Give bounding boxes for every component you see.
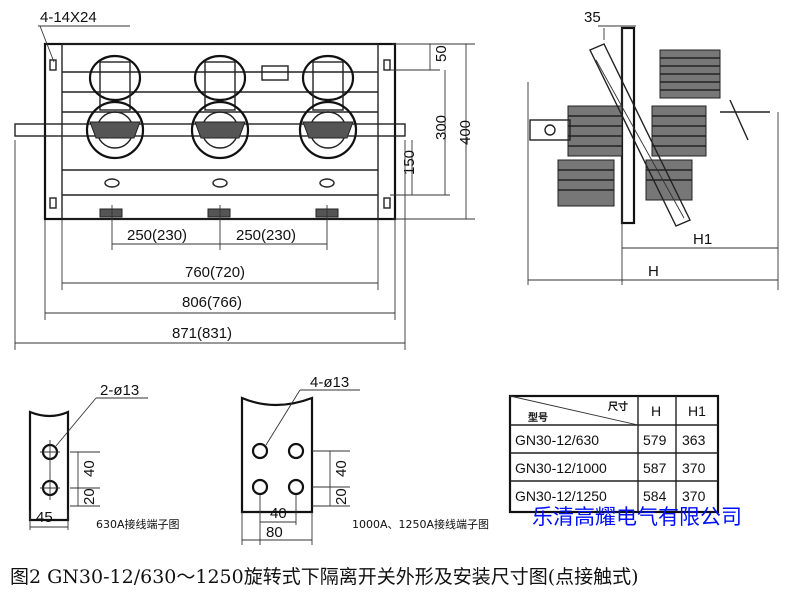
table-col-h: H [651,403,661,419]
table-row-model: GN30-12/630 [515,432,599,448]
terminal-630a: 2-ø13 40 20 45 630A接线端子图 [28,382,180,531]
insulator-upper [659,49,721,99]
table-col-h1: H1 [688,403,706,419]
front-horizontal-dimensions: 250(230) 250(230) 760(720) 806(766) 871(… [14,140,406,350]
mounting-hole [383,197,391,209]
table-row-model: GN30-12/1250 [515,488,607,504]
caption-630: 630A接线端子图 [96,517,180,531]
table-row-h1: 370 [682,488,706,504]
table-row-model: GN30-12/1000 [515,460,607,476]
table-row-h1: 363 [682,432,706,448]
pole-2 [190,54,250,160]
mounting-hole [383,59,391,71]
dim-1000-20v: 20 [333,488,350,505]
table-row-h: 579 [643,432,667,448]
side-view: 35 [527,9,779,290]
mounting-hole [49,59,57,71]
dim-806: 806(766) [182,294,242,311]
hole-spec-1000: 4-ø13 [310,374,349,391]
dim-1000-40v: 40 [333,460,350,477]
dim-760: 760(720) [185,264,245,281]
dim-250-right: 250(230) [236,227,296,244]
company-watermark: 乐清高耀电气有限公司 [532,505,742,529]
table-row-h1: 370 [682,460,706,476]
dim-1000-40h: 40 [270,505,287,522]
mounting-hole [49,197,57,209]
dim-150: 150 [401,150,418,175]
table-row-h: 584 [643,488,667,504]
size-table: 型号 尺寸 H H1 GN30-12/630 579 363 GN30-12/1… [508,394,720,514]
dim-h1: H1 [693,231,712,248]
pole-3 [298,54,358,160]
table-header-model: 型号 [528,411,548,424]
pole-1 [85,54,145,160]
dim-871: 871(831) [172,325,232,342]
dim-630-45: 45 [36,509,53,526]
table-row-h: 587 [643,460,667,476]
front-view [14,42,406,250]
terminal-1000a: 4-ø13 40 20 40 80 1000A、1250A接线端子图 [240,374,489,545]
dim-400: 400 [457,120,474,145]
caption-1000: 1000A、1250A接线端子图 [352,517,489,531]
dim-630-20: 20 [81,488,98,505]
dim-50: 50 [433,45,450,62]
dim-300: 300 [433,115,450,140]
figure-caption: 图2 GN30-12/630～1250旋转式下隔离开关外形及安装尺寸图(点接触式… [10,566,639,588]
front-vertical-dimensions: 50 300 400 150 [390,43,475,220]
table-header-size: 尺寸 [608,400,628,413]
dim-630-40: 40 [81,460,98,477]
dim-1000-80: 80 [266,524,283,541]
hole-spec-630: 2-ø13 [100,382,139,399]
insulator-middle [567,105,707,157]
dim-h: H [648,263,659,280]
operating-arm [529,119,571,141]
hole-spec-label: 4-14X24 [40,9,97,26]
dim-250-left: 250(230) [127,227,187,244]
rotating-blade [589,43,691,227]
dim-35: 35 [584,9,601,26]
